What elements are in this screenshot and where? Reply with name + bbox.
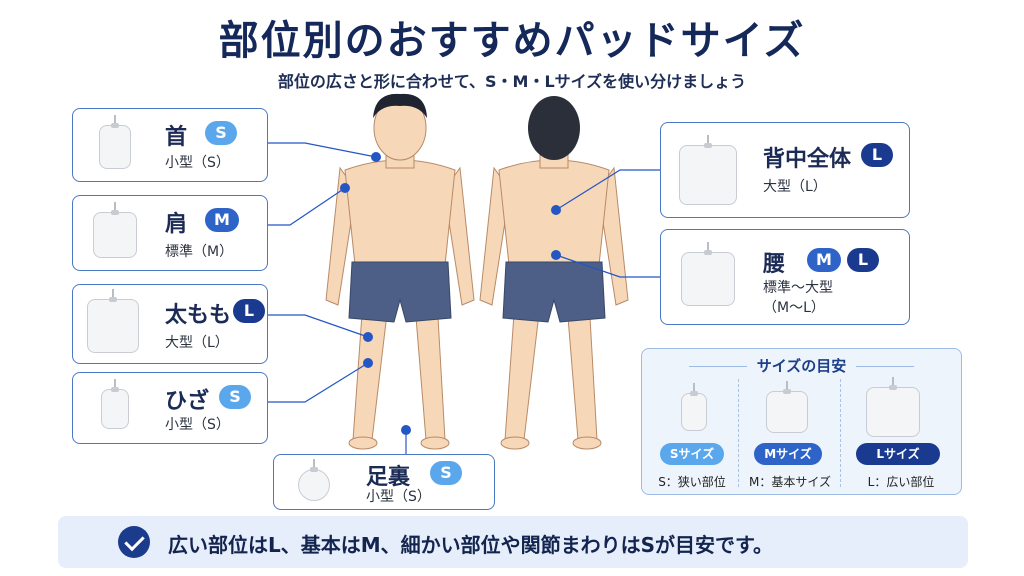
size-badge-s: S: [219, 385, 251, 409]
check-icon: [118, 526, 150, 558]
legend-pad-m-icon: [766, 381, 808, 433]
marker-back: [551, 205, 561, 215]
legend-pad-s-icon: [681, 383, 707, 431]
legend-desc-l: L：広い部位: [867, 475, 935, 489]
size-label: 大型（L）: [763, 179, 827, 195]
marker-waist: [551, 250, 561, 260]
card-back: 背中全体 L 大型（L）: [660, 122, 910, 218]
pad-s-icon: [101, 379, 129, 429]
part-name: 腰: [763, 252, 786, 277]
footer-text: 広い部位はL、基本はM、細かい部位や関節まわりはSが目安です。: [168, 533, 774, 557]
marker-neck: [371, 152, 381, 162]
page-title: 部位別のおすすめパッドサイズ: [218, 18, 806, 64]
part-name: 太もも: [165, 303, 232, 328]
legend-divider: [738, 379, 739, 487]
part-name: 肩: [165, 212, 188, 237]
part-name: 背中全体: [763, 147, 852, 172]
card-waist: 腰 M L 標準～大型 （M～L）: [660, 229, 910, 325]
legend-badge-m: Mサイズ: [754, 443, 822, 465]
pad-ml-icon: [681, 242, 735, 306]
legend-divider: [840, 379, 841, 487]
pad-round-s-icon: [298, 459, 330, 501]
pad-l-icon: [87, 289, 139, 353]
size-badge-l: L: [847, 248, 879, 272]
size-badge-l: L: [861, 143, 893, 167]
pad-s-icon: [99, 115, 131, 169]
size-badge-l: L: [233, 299, 265, 323]
marker-shoulder: [340, 183, 350, 193]
legend-pad-l-icon: [866, 377, 920, 437]
card-shoulder: 肩 M 標準（M）: [72, 195, 268, 271]
pad-m-icon: [93, 202, 137, 258]
size-badge-m: M: [205, 208, 239, 232]
size-label: 小型（S）: [165, 417, 230, 433]
size-label-line2: （M～L）: [763, 300, 825, 316]
size-label-line1: 標準～大型: [763, 280, 833, 296]
page-subtitle: 部位の広さと形に合わせて、S・M・Lサイズを使い分けましょう: [277, 72, 747, 91]
footer-note: 広い部位はL、基本はM、細かい部位や関節まわりはSが目安です。: [58, 516, 968, 568]
part-name: 足裏: [366, 465, 411, 490]
size-label: 標準（M）: [165, 244, 234, 260]
size-label: 大型（L）: [165, 335, 229, 351]
legend-badge-s: Sサイズ: [660, 443, 724, 465]
size-badge-s: S: [205, 121, 237, 145]
marker-thigh: [363, 332, 373, 342]
legend-badge-l: Lサイズ: [856, 443, 940, 465]
size-label: 小型（S）: [366, 489, 431, 505]
legend-desc-m: M：基本サイズ: [749, 475, 831, 489]
connector-lines: [268, 142, 660, 455]
legend-desc-s: S：狭い部位: [658, 475, 726, 489]
card-knee: ひざ S 小型（S）: [72, 372, 268, 444]
marker-knee: [363, 358, 373, 368]
pad-l-icon: [679, 135, 737, 205]
card-sole: 足裏 S 小型（S）: [273, 454, 495, 510]
marker-dots: [340, 152, 561, 435]
size-badge-m: M: [807, 248, 841, 272]
marker-sole: [401, 425, 411, 435]
part-name: 首: [165, 125, 188, 150]
size-badge-s: S: [430, 461, 462, 485]
front-body-figure: [325, 93, 475, 450]
size-legend: サイズの目安 Sサイズ Mサイズ Lサイズ S：狭い部位 M：基本サイズ L：広…: [641, 348, 962, 495]
card-thigh: 太もも L 大型（L）: [72, 284, 268, 364]
size-label: 小型（S）: [165, 155, 230, 171]
legend-title: サイズの目安: [642, 355, 961, 376]
card-neck: 首 S 小型（S）: [72, 108, 268, 182]
part-name: ひざ: [165, 389, 210, 414]
